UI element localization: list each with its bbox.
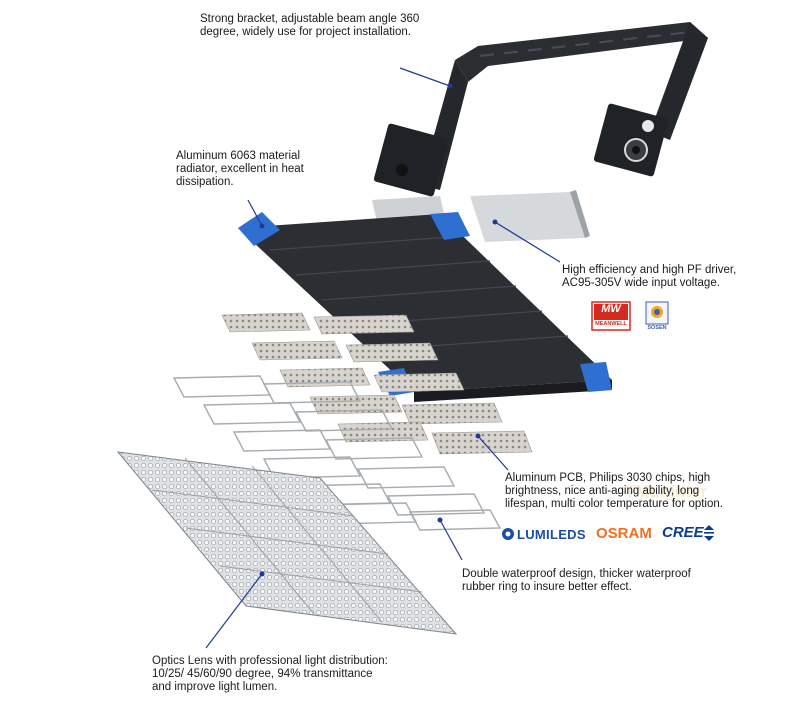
meanwell-logo (591, 301, 631, 331)
sosen-logo (645, 301, 669, 325)
meanwell-name: MEANWELL (595, 321, 627, 327)
watermark: TMLighter (625, 482, 708, 501)
endcap-top-right (430, 212, 470, 240)
sosen-name: SOSEN (647, 325, 667, 331)
endcap-top-left (238, 212, 280, 246)
osram-logo: OSRAM (596, 525, 652, 542)
callout-driver: High efficiency and high PF driver, AC95… (562, 264, 737, 289)
lumileds-icon (502, 528, 514, 540)
drivers (372, 190, 590, 244)
endcap-bottom-right (580, 362, 612, 392)
callout-pcb: Aluminum PCB, Philips 3030 chips, high b… (505, 472, 723, 510)
optics-lens (116, 451, 458, 635)
callout-radiator: Aluminum 6063 material radiator, excelle… (176, 150, 304, 188)
callout-optics: Optics Lens with professional light dist… (152, 655, 388, 693)
cree-icon (704, 525, 714, 541)
lumileds-logo: LUMILEDS (517, 527, 586, 542)
callout-waterproof: Double waterproof design, thicker waterp… (462, 568, 691, 593)
bracket (373, 22, 708, 197)
meanwell-mark: MW (601, 303, 621, 315)
callout-bracket: Strong bracket, adjustable beam angle 36… (200, 13, 420, 38)
leader-lines (205, 67, 561, 649)
pcb-boards (221, 312, 533, 455)
cree-logo: CREE (662, 524, 704, 541)
